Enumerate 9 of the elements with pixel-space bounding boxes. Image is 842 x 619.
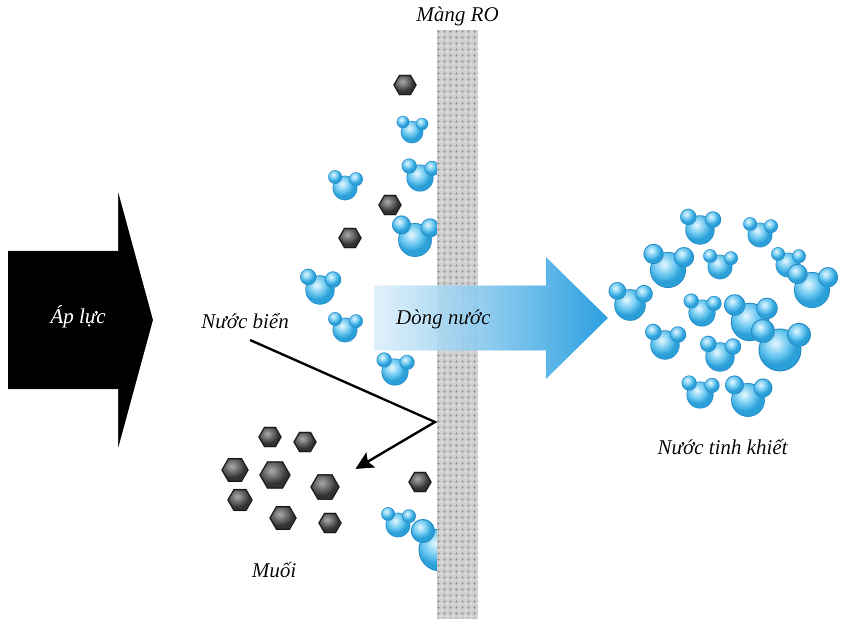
pressure-arrow (8, 192, 153, 448)
edge-label: Dòng nước (396, 305, 490, 330)
water-flow-arrow (374, 257, 608, 379)
label-text: Áp lực (48, 304, 107, 329)
caption-text: Màng RO (415, 2, 500, 27)
arrow (250, 338, 438, 470)
caption-text: Muối (250, 558, 298, 583)
caption-text: Nước tinh khiết (656, 435, 789, 460)
label-text: Nước biển (200, 309, 290, 334)
